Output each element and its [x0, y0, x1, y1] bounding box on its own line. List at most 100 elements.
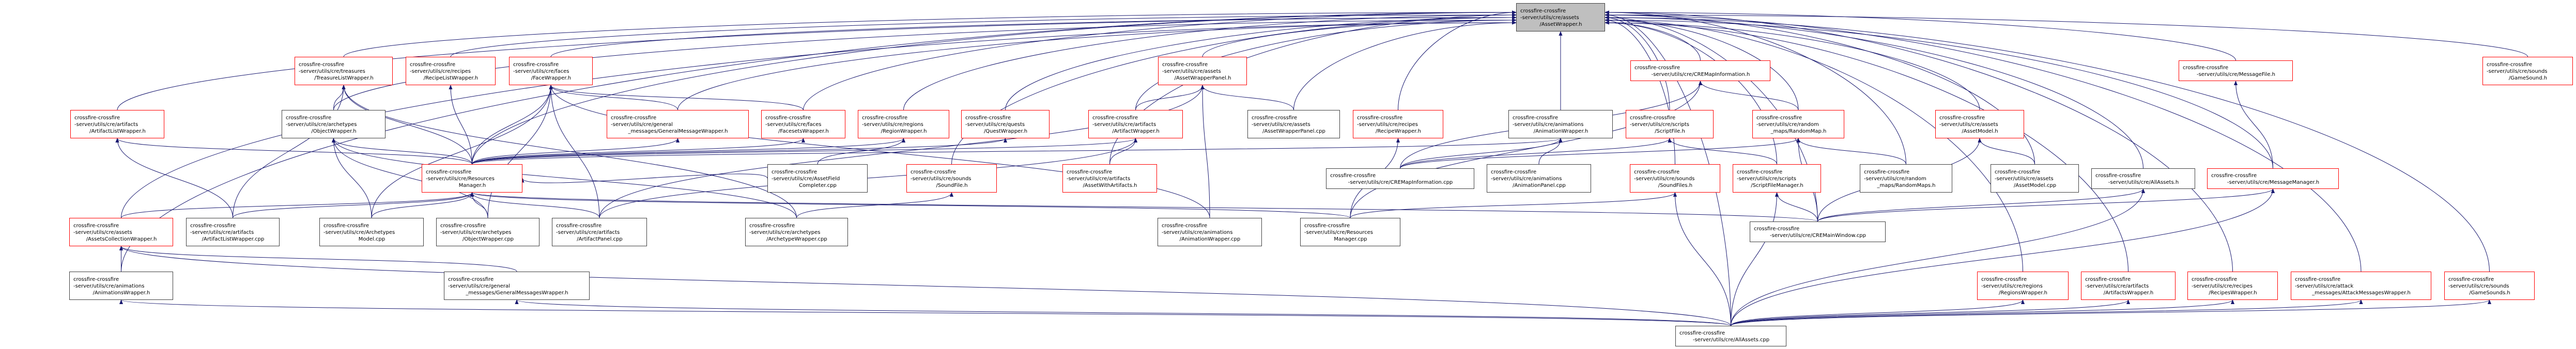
edge-regionwrapper-h-to-root [903, 13, 1517, 110]
graph-node-assetscollectionwrapper-h[interactable]: crossfire-crossfire-server/utils/cre/ass… [69, 218, 173, 246]
graph-node-resourcesmanager-h[interactable]: crossfire-crossfire-server/utils/cre/Res… [422, 164, 522, 193]
edge-randommaps-h-to-root [1605, 10, 1906, 165]
graph-node-recipeswrapper-h[interactable]: crossfire-crossfire-server/utils/cre/rec… [2187, 272, 2278, 300]
graph-node-cremapinformation-cpp[interactable]: crossfire-crossfire-server/utils/cre/CRE… [1326, 168, 1474, 189]
graph-node-artifactlistwrapper-h[interactable]: crossfire-crossfire-server/utils/cre/art… [70, 110, 164, 138]
graph-node-allassets-cpp[interactable]: crossfire-crossfire-server/utils/cre/All… [1675, 326, 1786, 346]
node-label-line: /AssetWrapperPanel.h [1174, 75, 1231, 81]
graph-node-artifactlistwrapper-cpp[interactable]: crossfire-crossfire-server/utils/cre/art… [186, 218, 280, 246]
edge-animationswrapper-h-to-root [121, 10, 1517, 272]
edge-cremapinformation-cpp-to-animationwrapper-h [1400, 138, 1563, 169]
graph-node-soundfiles-h[interactable]: crossfire-crossfire-server/utils/cre/sou… [1630, 164, 1720, 193]
edge-animationwrapper-cpp-to-assetwrapperpanel-h [1200, 85, 1210, 218]
graph-node-assetwrapperpanel-cpp[interactable]: crossfire-crossfire-server/utils/cre/ass… [1247, 110, 1340, 138]
graph-node-assetfieldcompleter-cpp[interactable]: crossfire-crossfire-server/utils/cre/Ass… [767, 164, 868, 193]
edge-allassets-cpp-to-allassets-h [1731, 188, 2146, 326]
graph-node-animationwrapper-h[interactable]: crossfire-crossfire-server/utils/cre/ani… [1508, 110, 1613, 138]
node-label-line: crossfire-crossfire [765, 115, 811, 121]
node-label-line: /ArchetypeWrapper.cpp [766, 236, 827, 242]
graph-node-artifactwrapper-h[interactable]: crossfire-crossfire-server/utils/cre/art… [1088, 110, 1183, 138]
graph-node-assetwrapperpanel-h[interactable]: crossfire-crossfire-server/utils/cre/ass… [1158, 57, 1247, 85]
graph-node-archetypesmodel-cpp[interactable]: crossfire-crossfire-server/utils/cre/Arc… [319, 218, 424, 246]
edge-objectwrapper-cpp-to-resourcesmanager-h [470, 192, 488, 218]
graph-node-allassets-h[interactable]: crossfire-crossfire-server/utils/cre/All… [2091, 168, 2195, 189]
graph-node-facewrapper-h[interactable]: crossfire-crossfire-server/utils/cre/fac… [509, 57, 593, 85]
graph-node-treasurelistwrapper-h[interactable]: crossfire-crossfire-server/utils/cre/tre… [295, 57, 393, 85]
node-label-line: -server/utils/cre/treasures [299, 69, 365, 74]
graph-node-resourcesmanager-cpp[interactable]: crossfire-crossfire-server/utils/cre/Res… [1300, 218, 1400, 246]
graph-node-archetypewrapper-cpp[interactable]: crossfire-crossfire-server/utils/cre/arc… [745, 218, 848, 246]
node-label-line: -server/utils/cre/assets [1939, 122, 1998, 128]
edge-assetmodel-cpp-to-assetmodel-h [1978, 138, 2035, 165]
node-label-line: crossfire-crossfire [749, 223, 795, 229]
edge-cremainwindow-cpp-to-allassets-h [1817, 188, 2145, 222]
node-label-line: /ObjectWrapper.cpp [462, 236, 514, 242]
graph-node-objectwrapper-h[interactable]: crossfire-crossfire-server/utils/cre/arc… [282, 110, 385, 138]
graph-node-randommaps-h[interactable]: crossfire-crossfire-server/utils/cre/ran… [1860, 164, 1952, 193]
edge-allassets-cpp-to-generalmessageswrapper-h [515, 299, 1731, 326]
graph-node-animationswrapper-h[interactable]: crossfire-crossfire-server/utils/cre/ani… [69, 272, 173, 300]
graph-node-gamesound-h[interactable]: crossfire-crossfire-server/utils/cre/sou… [2482, 57, 2573, 85]
edge-archetypesmodel-cpp-to-resourcesmanager-h [371, 192, 474, 218]
graph-node-recipelistwrapper-h[interactable]: crossfire-crossfire-server/utils/cre/rec… [406, 57, 496, 85]
node-label-line: Completer.cpp [799, 183, 837, 188]
graph-node-messagemanager-h[interactable]: crossfire-crossfire-server/utils/cre/Mes… [2207, 168, 2339, 189]
graph-node-scriptfile-h[interactable]: crossfire-crossfire-server/utils/cre/scr… [1626, 110, 1714, 138]
edge-allassets-cpp-to-messagemanager-h [1731, 188, 2275, 326]
edge-allassets-cpp-to-animationswrapper-h [119, 299, 1731, 326]
node-label-line: crossfire-crossfire [1981, 277, 2027, 282]
graph-node-scriptfilemanager-h[interactable]: crossfire-crossfire-server/utils/cre/scr… [1733, 164, 1821, 193]
node-label-line: crossfire-crossfire [1679, 330, 1725, 336]
graph-node-questwrapper-h[interactable]: crossfire-crossfire-server/utils/cre/que… [961, 110, 1050, 138]
node-label-line: -server/utils/cre/random [1756, 122, 1819, 128]
edge-cremapinformation-cpp-to-randommap-h [1400, 138, 1800, 169]
edge-cremapinformation-cpp-to-scriptfile-h [1400, 138, 1672, 169]
graph-node-artifactpanel-cpp[interactable]: crossfire-crossfire-server/utils/cre/art… [552, 218, 647, 246]
edge-soundfiles-h-to-root [1605, 18, 1675, 165]
graph-node-facesetswrapper-h[interactable]: crossfire-crossfire-server/utils/cre/fac… [761, 110, 845, 138]
graph-node-assetmodel-h[interactable]: crossfire-crossfire-server/utils/cre/ass… [1935, 110, 2024, 138]
node-label-line: /FaceWrapper.h [531, 75, 572, 81]
edge-assetwrapperpanel-cpp-to-assetwrapperpanel-h [1200, 85, 1294, 110]
graph-node-generalmessageswrapper-h[interactable]: crossfire-crossfire-server/utils/cre/gen… [444, 272, 590, 300]
graph-node-messagefile-h[interactable]: crossfire-crossfire-server/utils/cre/Mes… [2179, 60, 2293, 81]
edge-gamesounds-h-to-root [1605, 15, 2490, 272]
edge-assetfieldcompleter-cpp-to-regionwrapper-h [817, 138, 906, 165]
node-label-line: -server/utils/cre/regions [862, 122, 923, 128]
edge-resourcesmanager-h-to-artifactlistwrapper-h [115, 138, 472, 165]
node-label-line: crossfire-crossfire [323, 223, 369, 229]
node-label-line: /ObjectWrapper.h [311, 129, 357, 134]
graph-node-generalmessagewrapper-h[interactable]: crossfire-crossfire-server/utils/cre/gen… [607, 110, 749, 138]
graph-node-regionwrapper-h[interactable]: crossfire-crossfire-server/utils/cre/reg… [858, 110, 949, 138]
graph-node-recipewrapper-h[interactable]: crossfire-crossfire-server/utils/cre/rec… [1353, 110, 1443, 138]
node-label-line: /AssetModel.cpp [2013, 183, 2057, 188]
node-label-line: /AssetWithArtifacts.h [1083, 183, 1137, 188]
graph-node-animationwrapper-cpp[interactable]: crossfire-crossfire-server/utils/cre/ani… [1158, 218, 1262, 246]
graph-node-assetmodel-cpp[interactable]: crossfire-crossfire-server/utils/cre/ass… [1991, 164, 2079, 193]
node-label-line: crossfire-crossfire [1491, 169, 1537, 175]
graph-node-animationpanel-cpp[interactable]: crossfire-crossfire-server/utils/cre/ani… [1487, 164, 1591, 193]
graph-node-assetwithartifacts-h[interactable]: crossfire-crossfire-server/utils/cre/art… [1062, 164, 1157, 193]
graph-node-soundfile-h[interactable]: crossfire-crossfire-server/utils/cre/sou… [906, 164, 997, 193]
node-label-line: crossfire-crossfire [410, 62, 456, 68]
graph-node-cremainwindow-cpp[interactable]: crossfire-crossfire-server/utils/cre/CRE… [1750, 221, 1886, 242]
graph-node-artifactswrapper-h[interactable]: crossfire-crossfire-server/utils/cre/art… [2081, 272, 2176, 300]
node-label-line: _messages/AttackMessagesWrapper.h [2312, 290, 2411, 296]
node-label-line: -server/utils/cre/general [611, 122, 673, 128]
node-label-line: crossfire-crossfire [1520, 8, 1566, 14]
graph-node-gamesounds-h[interactable]: crossfire-crossfire-server/utils/cre/sou… [2444, 272, 2535, 300]
graph-node-cremapinformation-h[interactable]: crossfire-crossfire-server/utils/cre/CRE… [1630, 60, 1770, 81]
edge-objectwrapper-cpp-to-objectwrapper-h [331, 138, 488, 218]
graph-node-attackmessageswrapper-h[interactable]: crossfire-crossfire-server/utils/cre/att… [2291, 272, 2431, 300]
graph-node-regionswrapper-h[interactable]: crossfire-crossfire-server/utils/cre/reg… [1977, 272, 2069, 300]
edge-facewrapper-h-to-root [550, 15, 1517, 57]
node-label-line: crossfire-crossfire [2487, 62, 2533, 68]
graph-node-objectwrapper-cpp[interactable]: crossfire-crossfire-server/utils/cre/arc… [436, 218, 539, 246]
node-label-line: /AnimationWrapper.h [1533, 129, 1588, 134]
node-label-line: -server/utils/cre/recipes [410, 69, 471, 74]
edge-messagemanager-h-to-root [1605, 18, 2273, 169]
graph-node-randommap-h[interactable]: crossfire-crossfire-server/utils/cre/ran… [1752, 110, 1844, 138]
edge-assetfieldcompleter-cpp-to-resourcesmanager-h [520, 173, 768, 183]
edge-generalmessagewrapper-h-to-facewrapper-h [549, 85, 678, 110]
node-label-line: -server/utils/cre/CREMapInformation.cpp [1348, 180, 1453, 185]
